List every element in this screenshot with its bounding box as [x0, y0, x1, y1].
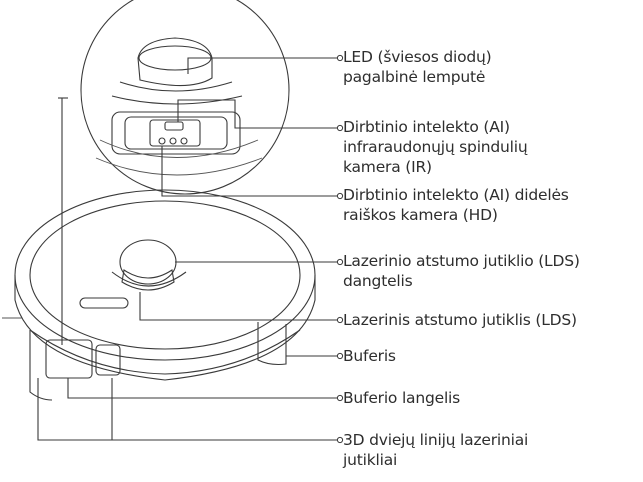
robot-vacuum-body — [2, 189, 316, 401]
label-3d-sensors: 3D dviejų linijų lazeriniai jutikliai — [343, 431, 529, 469]
label-anchor-dots — [336, 54, 344, 444]
label-led: LED (šviesos diodų) pagalbinė lemputė — [343, 48, 492, 86]
label-bumper-window: Buferio langelis — [343, 389, 461, 407]
leader-lines — [37, 57, 340, 441]
magnified-camera-detail — [80, 0, 290, 195]
label-bumper: Buferis — [343, 347, 396, 365]
label-hd-camera: Dirbtinio intelekto (AI) didelės raiškos… — [343, 186, 569, 224]
label-lds-cover: Lazerinio atstumo jutiklio (LDS) dangtel… — [343, 252, 580, 290]
label-ir-camera: Dirbtinio intelekto (AI) infraraudonųjų … — [343, 118, 528, 176]
label-lds: Lazerinis atstumo jutiklis (LDS) — [343, 311, 577, 329]
